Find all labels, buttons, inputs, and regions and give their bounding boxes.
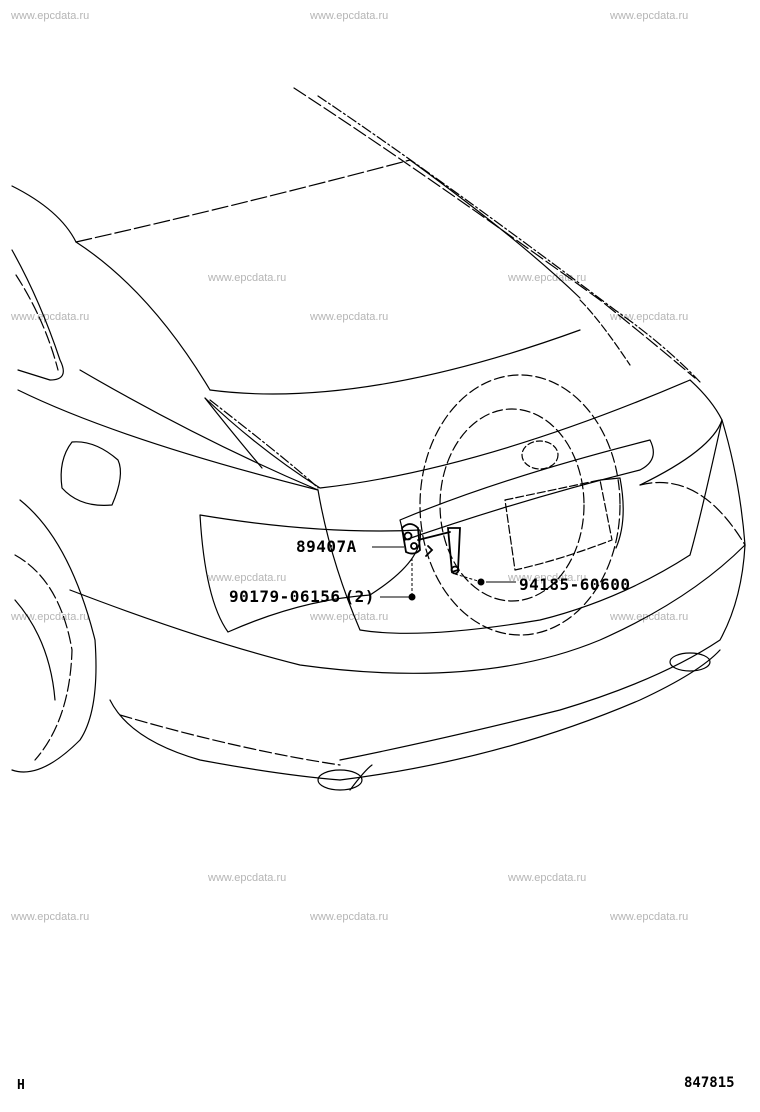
watermark: www.epcdata.ru: [11, 10, 90, 22]
watermark: www.epcdata.ru: [310, 10, 389, 22]
watermark: www.epcdata.ru: [508, 572, 587, 584]
part-number-bolt-qty: (2): [344, 587, 375, 606]
diagram-number: 847815: [684, 1075, 735, 1091]
watermark: www.epcdata.ru: [11, 611, 90, 623]
watermark: www.epcdata.ru: [208, 572, 287, 584]
watermark: www.epcdata.ru: [508, 872, 587, 884]
watermark: www.epcdata.ru: [310, 611, 389, 623]
watermark: www.epcdata.ru: [310, 311, 389, 323]
watermark: www.epcdata.ru: [310, 911, 389, 923]
watermark: www.epcdata.ru: [208, 272, 287, 284]
watermark: www.epcdata.ru: [610, 10, 689, 22]
watermark: www.epcdata.ru: [610, 911, 689, 923]
height-sensor-assembly: [401, 523, 461, 575]
part-number-height-sensor[interactable]: 89407A: [296, 537, 357, 556]
watermark: www.epcdata.ru: [508, 272, 587, 284]
corner-label: H: [17, 1078, 25, 1093]
part-number-nut[interactable]: 94185-60600: [519, 575, 631, 594]
watermark: www.epcdata.ru: [11, 911, 90, 923]
part-number-bolt-code[interactable]: 90179-06156: [229, 587, 341, 606]
watermark: www.epcdata.ru: [208, 872, 287, 884]
part-number-bolt[interactable]: 90179-06156(2): [229, 587, 375, 606]
watermark: www.epcdata.ru: [11, 311, 90, 323]
leader-lines: [372, 546, 516, 598]
fasteners: [408, 578, 485, 601]
watermark: www.epcdata.ru: [610, 611, 689, 623]
